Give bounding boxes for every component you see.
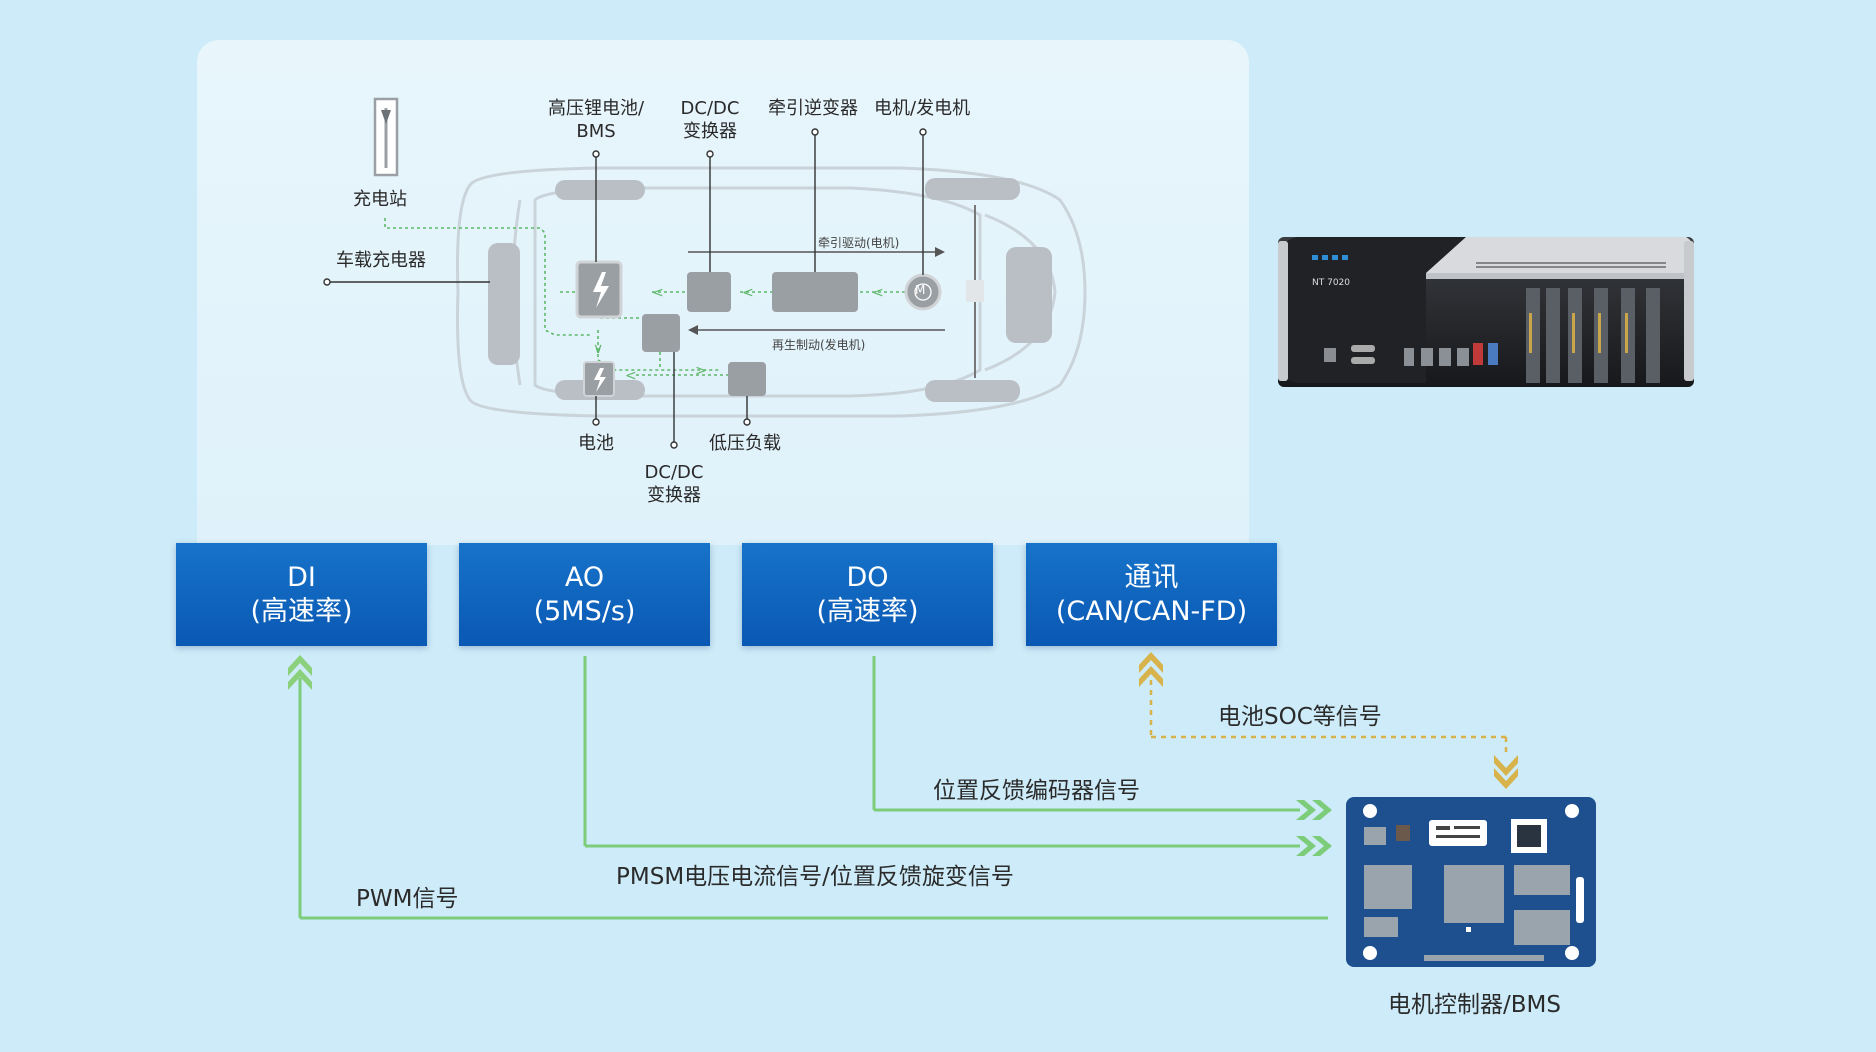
hv-battery-block [575,260,623,319]
motor-symbol: M [915,283,926,297]
controller-label: 电机控制器/BMS [1388,992,1561,1018]
encoder-signal-label: 位置反馈编码器信号 [933,778,1140,804]
onboard-charger-label: 车载充电器 [336,250,426,271]
encoder-arrow-head [1296,800,1332,820]
motor-generator-label: 电机/发电机 [874,98,971,119]
io-box-ao: AO(5MS/s) [459,543,710,646]
pwm-signal-label: PWM信号 [356,886,459,912]
device-model-label: NT 7020 [1312,278,1350,288]
regen-braking-label: 再生制动(发电机) [772,338,866,352]
di-up-arrow [288,655,312,690]
dcdc-top-block [687,272,731,312]
controller-board [1346,797,1596,967]
traction-drive-label: 牵引驱动(电机) [818,236,900,250]
lv-load-block [728,362,766,396]
battery-soc-signal-label: 电池SOC等信号 [1218,704,1382,730]
lv-load-label: 低压负载 [709,433,781,454]
hardware-device: NT 7020 [1278,237,1694,387]
dcdc-bottom-block [642,314,680,352]
io-box-do: DO(高速率) [742,543,993,646]
io-box-comm: 通讯(CAN/CAN-FD) [1026,543,1277,646]
charging-station-icon [373,97,399,177]
svg-text:<: < [872,285,884,301]
battery-block [583,361,615,397]
svg-text:<: < [742,285,754,301]
comm-up-arrow [1139,652,1163,687]
battery-label: 电池 [578,433,614,454]
svg-text:∨: ∨ [593,341,603,357]
hv-battery-label: 高压锂电池/BMS [547,98,645,142]
io-box-di: DI(高速率) [176,543,427,646]
charging-station-label: 充电站 [353,189,407,210]
pmsm-signal-label: PMSM电压电流信号/位置反馈旋变信号 [616,864,1014,890]
svg-text:<: < [652,285,664,301]
traction-inverter-block [772,272,858,312]
svg-text:<: < [625,368,637,384]
pmsm-arrow-head [1296,836,1332,856]
soc-down-arrow [1494,755,1518,789]
traction-inverter-label: 牵引逆变器 [768,98,858,119]
svg-text:>: > [695,363,707,379]
